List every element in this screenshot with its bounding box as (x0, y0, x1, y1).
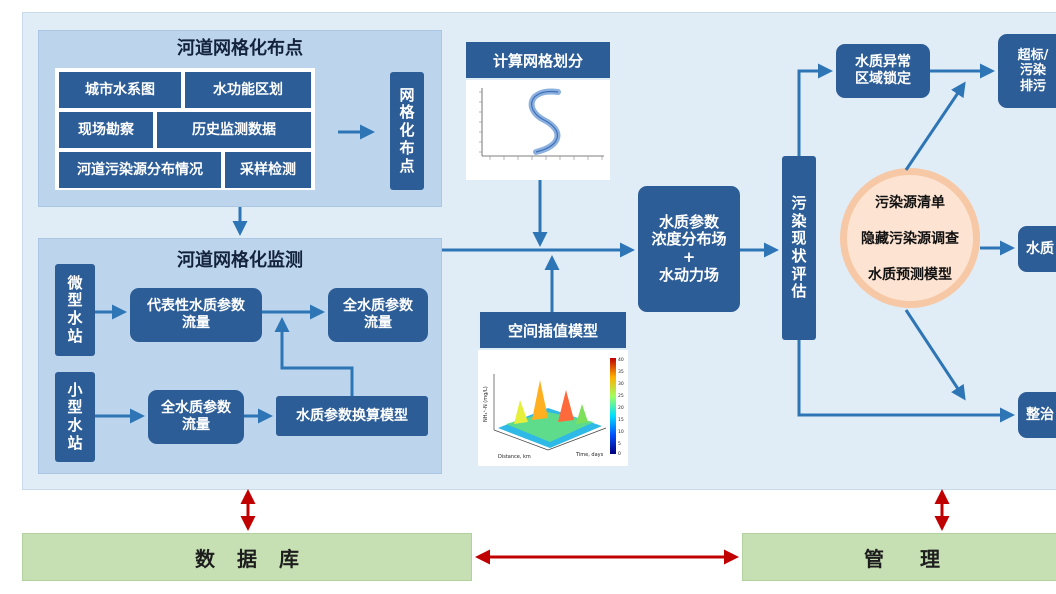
interp-axis-x (493, 429, 549, 451)
circle-item-prediction-model: 水质预测模型 (868, 267, 952, 283)
surface-peak-d (576, 404, 588, 424)
gridding-result-box: 网 格 化 布 点 (390, 72, 424, 190)
micro-station-box: 微 型 水 站 (55, 264, 95, 356)
interp-colorbar (610, 358, 616, 454)
mesh-chart-svg (479, 88, 604, 160)
rep-params-box: 代表性水质参数 流量 (130, 288, 262, 342)
interp-ylabel: Time, days (575, 452, 604, 458)
water-quality-box: 水质 (1018, 226, 1056, 272)
svg-text:35: 35 (618, 369, 624, 375)
mesh-chart (466, 80, 610, 180)
item-sampling-test: 采样检测 (223, 150, 313, 190)
item-water-function-zoning: 水功能区划 (183, 70, 313, 110)
interp-zlabel: NH₄⁺-N (mg/L) (483, 386, 489, 422)
exceed-pollution-box: 超标/ 污染 排污 (998, 34, 1056, 108)
small-station-box: 小 型 水 站 (55, 372, 95, 462)
svg-text:15: 15 (618, 417, 624, 423)
arrow-circle-to-remediation (904, 309, 966, 401)
pollution-analysis-circle: 污染源清单 隐藏污染源调查 水质预测模型 (840, 168, 980, 308)
mesh-x-ticks (489, 156, 603, 160)
full-params-top-box: 全水质参数 流量 (328, 288, 428, 342)
svg-text:30: 30 (618, 381, 624, 387)
svg-text:25: 25 (618, 393, 624, 399)
colorbar-ticks: 40 35 30 25 20 15 10 5 0 (618, 357, 624, 457)
arrow-to-remediation (797, 340, 1015, 423)
circle-item-hidden-source-survey: 隐藏污染源调查 (861, 231, 959, 247)
circle-item-source-list: 污染源清单 (875, 195, 945, 211)
svg-text:20: 20 (618, 405, 624, 411)
fields-box: 水质参数 浓度分布场 + 水动力场 (638, 186, 740, 312)
item-city-water-map: 城市水系图 (57, 70, 183, 110)
remediation-box: 整治 (1018, 392, 1056, 438)
interpolation-title: 空间插值模型 (480, 312, 626, 348)
arrow-circle-to-exceed (904, 81, 966, 171)
arrow-to-anomaly (797, 63, 833, 156)
surface-peak-c (514, 400, 528, 424)
management-bar: 管理 (742, 533, 1056, 581)
mesh-title: 计算网格划分 (466, 42, 610, 78)
conversion-model-box: 水质参数换算模型 (276, 396, 428, 436)
interp-xlabel: Distance, km (498, 454, 531, 460)
svg-text:5: 5 (618, 441, 621, 447)
arrow-conversion-up (274, 317, 354, 396)
interpolation-chart: NH₄⁺-N (mg/L) Distance, km Time, days 40… (478, 350, 628, 466)
pollution-assessment-box: 污 染 现 状 评 估 (782, 156, 816, 340)
anomaly-lock-box: 水质异常 区域锁定 (836, 44, 930, 98)
mesh-y-ticks (479, 91, 482, 153)
interp-axis-y (547, 427, 607, 451)
svg-text:40: 40 (618, 357, 624, 363)
svg-text:0: 0 (618, 451, 621, 457)
svg-text:10: 10 (618, 429, 624, 435)
surface-peak-b (558, 390, 574, 422)
surface-peak-a (532, 380, 548, 420)
item-pollution-source-distribution: 河道污染源分布情况 (57, 150, 223, 190)
monitoring-panel-title: 河道网格化监测 (177, 250, 303, 271)
database-bar: 数据库 (22, 533, 472, 581)
interpolation-chart-svg: NH₄⁺-N (mg/L) Distance, km Time, days 40… (483, 357, 624, 460)
item-historical-monitoring-data: 历史监测数据 (155, 110, 313, 150)
item-site-survey: 现场勘察 (57, 110, 155, 150)
gridding-panel-title: 河道网格化布点 (177, 38, 303, 59)
full-params-bottom-box: 全水质参数 流量 (148, 390, 244, 444)
